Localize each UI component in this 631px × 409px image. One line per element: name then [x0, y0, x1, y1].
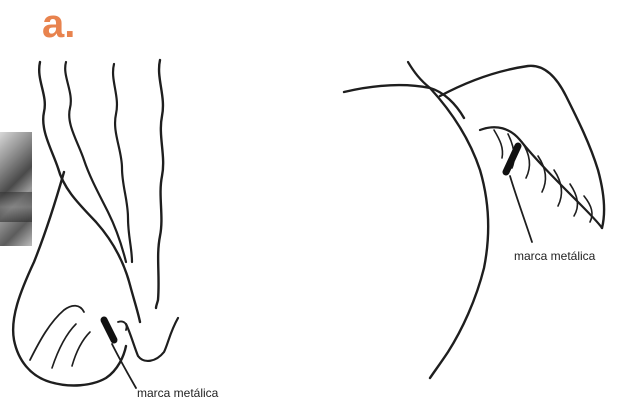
pointer-line-right: [510, 176, 532, 242]
heel-curve-2: [52, 324, 76, 368]
frog-arc-5: [554, 170, 561, 206]
metal-marker-left: [104, 320, 114, 340]
tendon-line-2: [65, 62, 126, 262]
left-hoof-illustration: [13, 60, 178, 388]
top-line: [408, 62, 430, 88]
metal-mark-label-left: marca metálica: [137, 386, 218, 400]
right-hoof-illustration: [344, 62, 604, 378]
tendon-line-4: [156, 60, 163, 308]
upper-curve: [344, 85, 464, 118]
heel-curve-1: [30, 306, 84, 360]
sole-connector: [118, 321, 127, 330]
frog-arc-6: [570, 184, 577, 216]
heel-curve-3: [72, 332, 90, 366]
hoof-bottom: [480, 127, 602, 228]
sole-cut: [126, 318, 178, 361]
frog-arc-1: [494, 130, 503, 158]
hoof-outline: [13, 172, 126, 385]
frog-arc-3: [522, 142, 529, 178]
metal-mark-label-right: marca metálica: [514, 249, 595, 263]
outer-curve: [430, 88, 488, 378]
